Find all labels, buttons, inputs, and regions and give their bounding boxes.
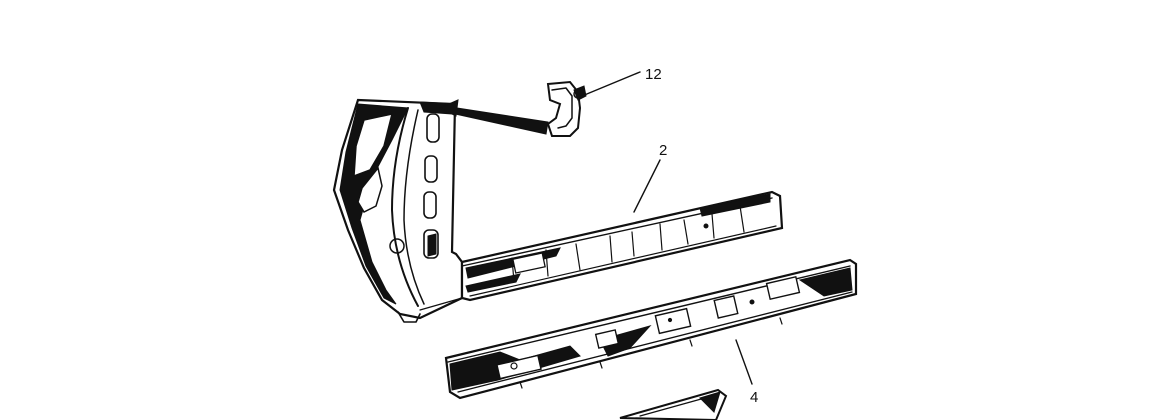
- callout-2-label: 2: [659, 142, 667, 159]
- assembly-arrow: [443, 105, 549, 135]
- hinge-pillar-panel: [332, 98, 464, 323]
- leader-line-2: [633, 159, 661, 213]
- part-4-outer-rocker: [444, 258, 858, 400]
- part-2-inner-sill: [460, 190, 784, 302]
- leader-line-4: [735, 339, 753, 385]
- part-12-clip: [546, 80, 587, 137]
- callout-4-label: 4: [750, 389, 758, 406]
- partial-lower-panel: [619, 388, 728, 420]
- leader-line-12: [581, 71, 641, 97]
- callout-12-label: 12: [645, 66, 662, 83]
